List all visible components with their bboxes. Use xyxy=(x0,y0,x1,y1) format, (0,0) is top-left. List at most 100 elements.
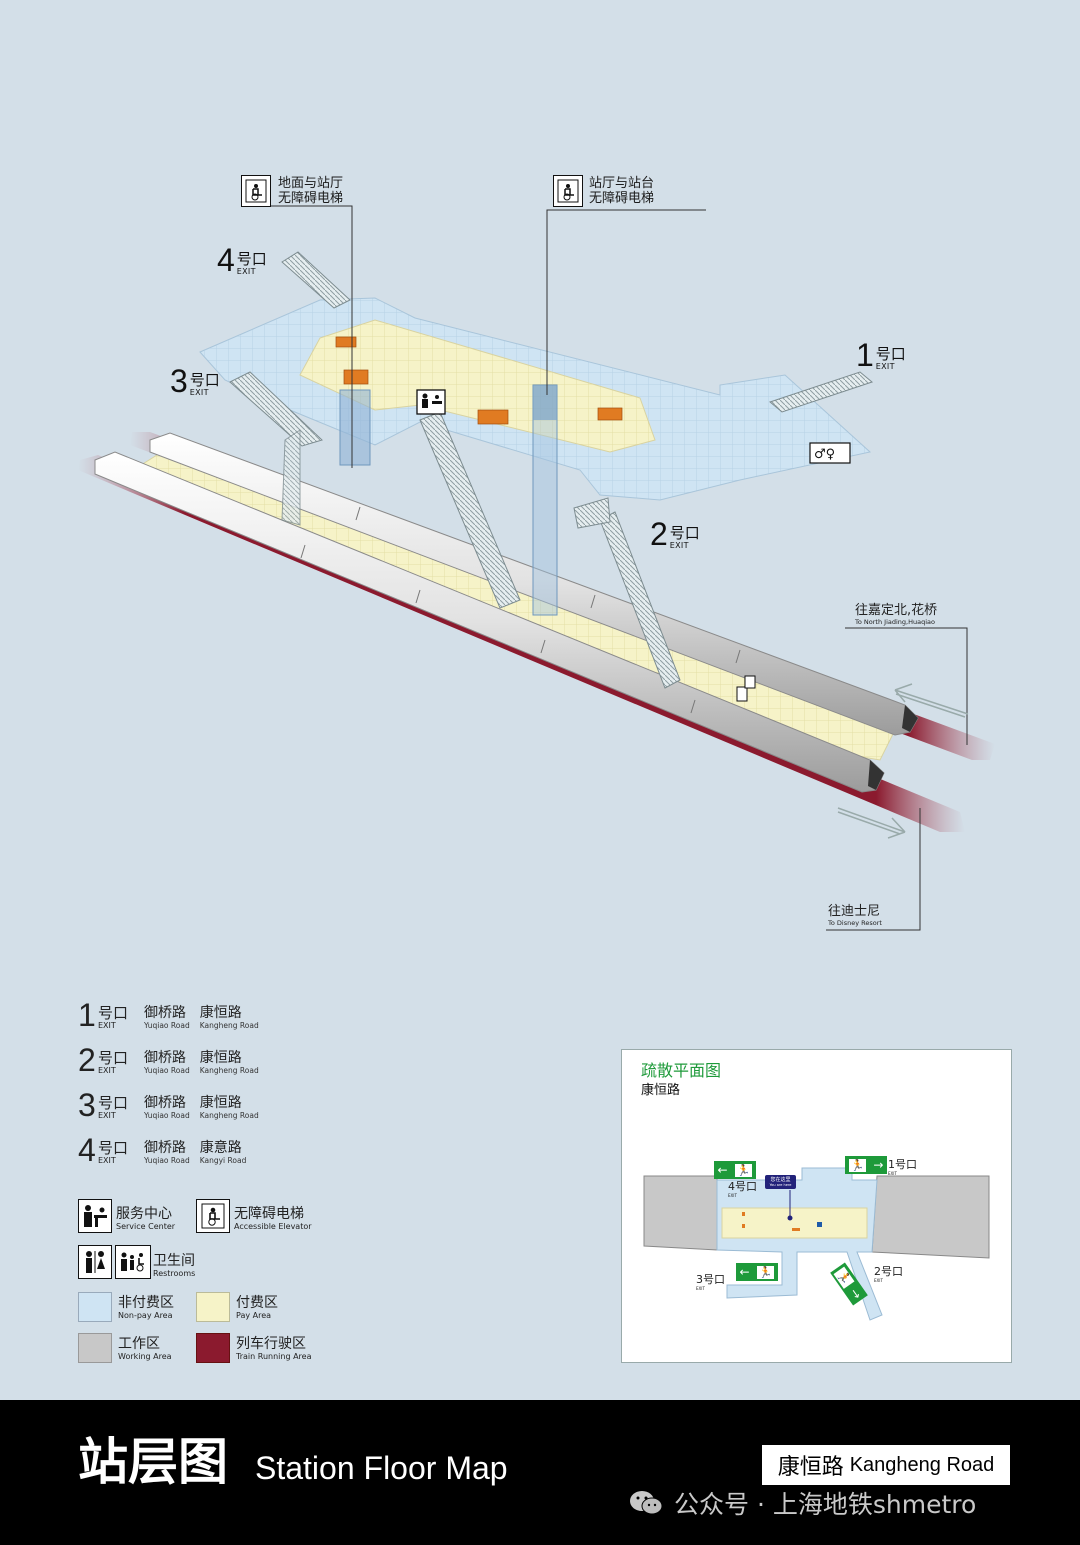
legend-service-en: Service Center xyxy=(116,1222,176,1231)
legend-non-pay-swatch xyxy=(78,1292,112,1322)
evacuation-plan-map xyxy=(643,1167,990,1321)
arrow-north-icon xyxy=(894,683,969,718)
callout-elevator-platform-line2: 无障碍电梯 xyxy=(589,191,655,206)
legend-exit-2-road1-cn: 御桥路 xyxy=(144,1050,186,1066)
evac-exit-sign-4: ← 🏃 xyxy=(714,1161,756,1179)
legend-service-center-icon xyxy=(78,1199,112,1233)
station-3d-illustration: ♂♀ xyxy=(78,205,995,931)
elevator-shaft-platform xyxy=(532,384,558,616)
legend-exit-4-num: 4 xyxy=(78,1132,96,1168)
evac-exit-3-text: 3号口 xyxy=(696,1273,725,1286)
legend-elevator-cn: 无障碍电梯 xyxy=(234,1206,304,1222)
you-are-here-cn: 您在这里 xyxy=(770,1177,791,1183)
legend-service-center: 服务中心 Service Center xyxy=(116,1206,175,1231)
legend-exit-1-en: EXIT xyxy=(98,1021,116,1030)
callout-line-platform xyxy=(546,209,706,395)
arrow-south-icon xyxy=(837,807,906,839)
you-are-here-en: You are here xyxy=(769,1183,792,1187)
legend-exit-4-cn: 号口 xyxy=(98,1139,129,1157)
map-exit-1-cn: 号口 xyxy=(875,345,906,363)
you-are-here-tag: 您在这里 You are here xyxy=(765,1175,796,1189)
legend-pay-swatch xyxy=(196,1292,230,1322)
evac-exit-3-en: EXIT xyxy=(696,1286,705,1291)
legend-exit-2-road1-en: Yuqiao Road xyxy=(144,1066,190,1075)
evac-exit-1-en: EXIT xyxy=(888,1171,897,1176)
station-name-en: Kangheng Road xyxy=(849,1453,995,1476)
legend-exit-4-road1-en: Yuqiao Road xyxy=(144,1156,190,1165)
map-exit-4: 4 号口 EXIT xyxy=(217,244,267,276)
stair-entry-2 xyxy=(573,497,611,529)
running-man-icon: 🏃 xyxy=(734,1163,753,1177)
callout-line-south xyxy=(826,808,921,931)
evac-exit-4-text: 4号口 xyxy=(728,1180,757,1193)
direction-south: 往迪士尼 To Disney Resort xyxy=(828,904,882,927)
direction-north: 往嘉定北,花桥 To North Jiading,Huaqiao xyxy=(855,603,937,626)
callout-elevator-ground-line2: 无障碍电梯 xyxy=(278,191,344,206)
map-canvas: ♂♀ 地面与站厅 无障碍电梯 站厅与站台 无障碍电梯 xyxy=(78,175,1012,1363)
evac-exit-2-label: 2号口 EXIT xyxy=(874,1266,903,1284)
map-exit-1-num: 1 xyxy=(856,337,874,373)
legend-exit-3-road1-en: Yuqiao Road xyxy=(144,1111,190,1120)
map-exit-2-num: 2 xyxy=(650,516,668,552)
map-exit-3-cn: 号口 xyxy=(189,371,220,389)
legend-accessible-elevator-icon xyxy=(196,1199,230,1233)
evac-exit-2-en: EXIT xyxy=(874,1278,883,1283)
direction-south-en: To Disney Resort xyxy=(828,919,882,927)
legend-working-cn: 工作区 xyxy=(118,1335,160,1352)
escalator-exit1 xyxy=(768,371,874,413)
elevator-platform-icon xyxy=(553,175,583,207)
legend-restroom-men-women-icon xyxy=(78,1245,112,1279)
legend-restroom-cn: 卫生间 xyxy=(153,1253,195,1269)
legend-exit-4-road1-cn: 御桥路 xyxy=(144,1140,186,1156)
svg-text:♂♀: ♂♀ xyxy=(814,447,835,462)
direction-north-en: To North Jiading,Huaqiao xyxy=(855,618,935,626)
legend-service-cn: 服务中心 xyxy=(116,1206,172,1222)
watermark: 公众号 · 上海地铁shmetro xyxy=(628,1486,976,1520)
evacuation-station: 康恒路 xyxy=(641,1083,681,1098)
evac-exit-sign-1: 🏃 → xyxy=(845,1156,887,1174)
evacuation-plan: 疏散平面图 康恒路 您在这里 You are here ← 🏃 xyxy=(621,1049,1012,1363)
escalator-exit3 xyxy=(229,371,323,447)
legend-exit-1-cn: 号口 xyxy=(98,1004,129,1022)
legend-restrooms: 卫生间 Restrooms xyxy=(153,1253,195,1278)
escalator-exit2 xyxy=(599,511,681,689)
map-exit-2: 2 号口 EXIT xyxy=(650,518,700,550)
map-exit-2-cn: 号口 xyxy=(669,524,700,542)
direction-south-cn: 往迪士尼 xyxy=(828,904,881,919)
callout-elevator-ground: 地面与站厅 无障碍电梯 xyxy=(278,176,343,206)
arrow-left-icon: ← xyxy=(717,1163,728,1177)
platform-pay-area xyxy=(128,449,901,761)
legend-pay-en: Pay Area xyxy=(236,1310,272,1320)
evac-exit-3-label: 3号口 EXIT xyxy=(696,1273,725,1292)
legend-exit-3-num: 3 xyxy=(78,1087,96,1123)
station-name-cn: 康恒路 xyxy=(777,1455,844,1480)
escalator-mid xyxy=(419,411,521,609)
evac-exit-1-label: 1号口 EXIT xyxy=(888,1159,917,1177)
fare-gates xyxy=(335,336,623,425)
legend-exit-4-road2-en: Kangyi Road xyxy=(199,1156,247,1165)
arrow-right-icon: → xyxy=(847,1285,865,1302)
footer-title-en: Station Floor Map xyxy=(255,1450,508,1486)
legend-exit-2-num: 2 xyxy=(78,1042,96,1078)
scene-restroom-icon: ♂♀ xyxy=(809,442,851,464)
legend-restroom-family-icon xyxy=(115,1245,151,1279)
concourse-pay xyxy=(299,319,656,453)
legend-exit-3-cn: 号口 xyxy=(98,1094,129,1112)
legend-exit-2-cn: 号口 xyxy=(98,1049,129,1067)
scene-service-icon xyxy=(416,389,446,415)
evac-exit-sign-3: ← 🏃 xyxy=(736,1263,778,1281)
legend-elevator-en: Accessible Elevator xyxy=(234,1222,312,1231)
map-exit-1: 1 号口 EXIT xyxy=(856,339,906,371)
map-exit-4-en: EXIT xyxy=(236,267,256,276)
map-exit-3-en: EXIT xyxy=(189,388,209,397)
legend-exit-1-road2-en: Kangheng Road xyxy=(199,1021,259,1030)
map-exit-1-en: EXIT xyxy=(875,362,895,371)
legend-exit-3-road2-cn: 康恒路 xyxy=(199,1095,242,1111)
escalator-exit4 xyxy=(281,251,351,309)
